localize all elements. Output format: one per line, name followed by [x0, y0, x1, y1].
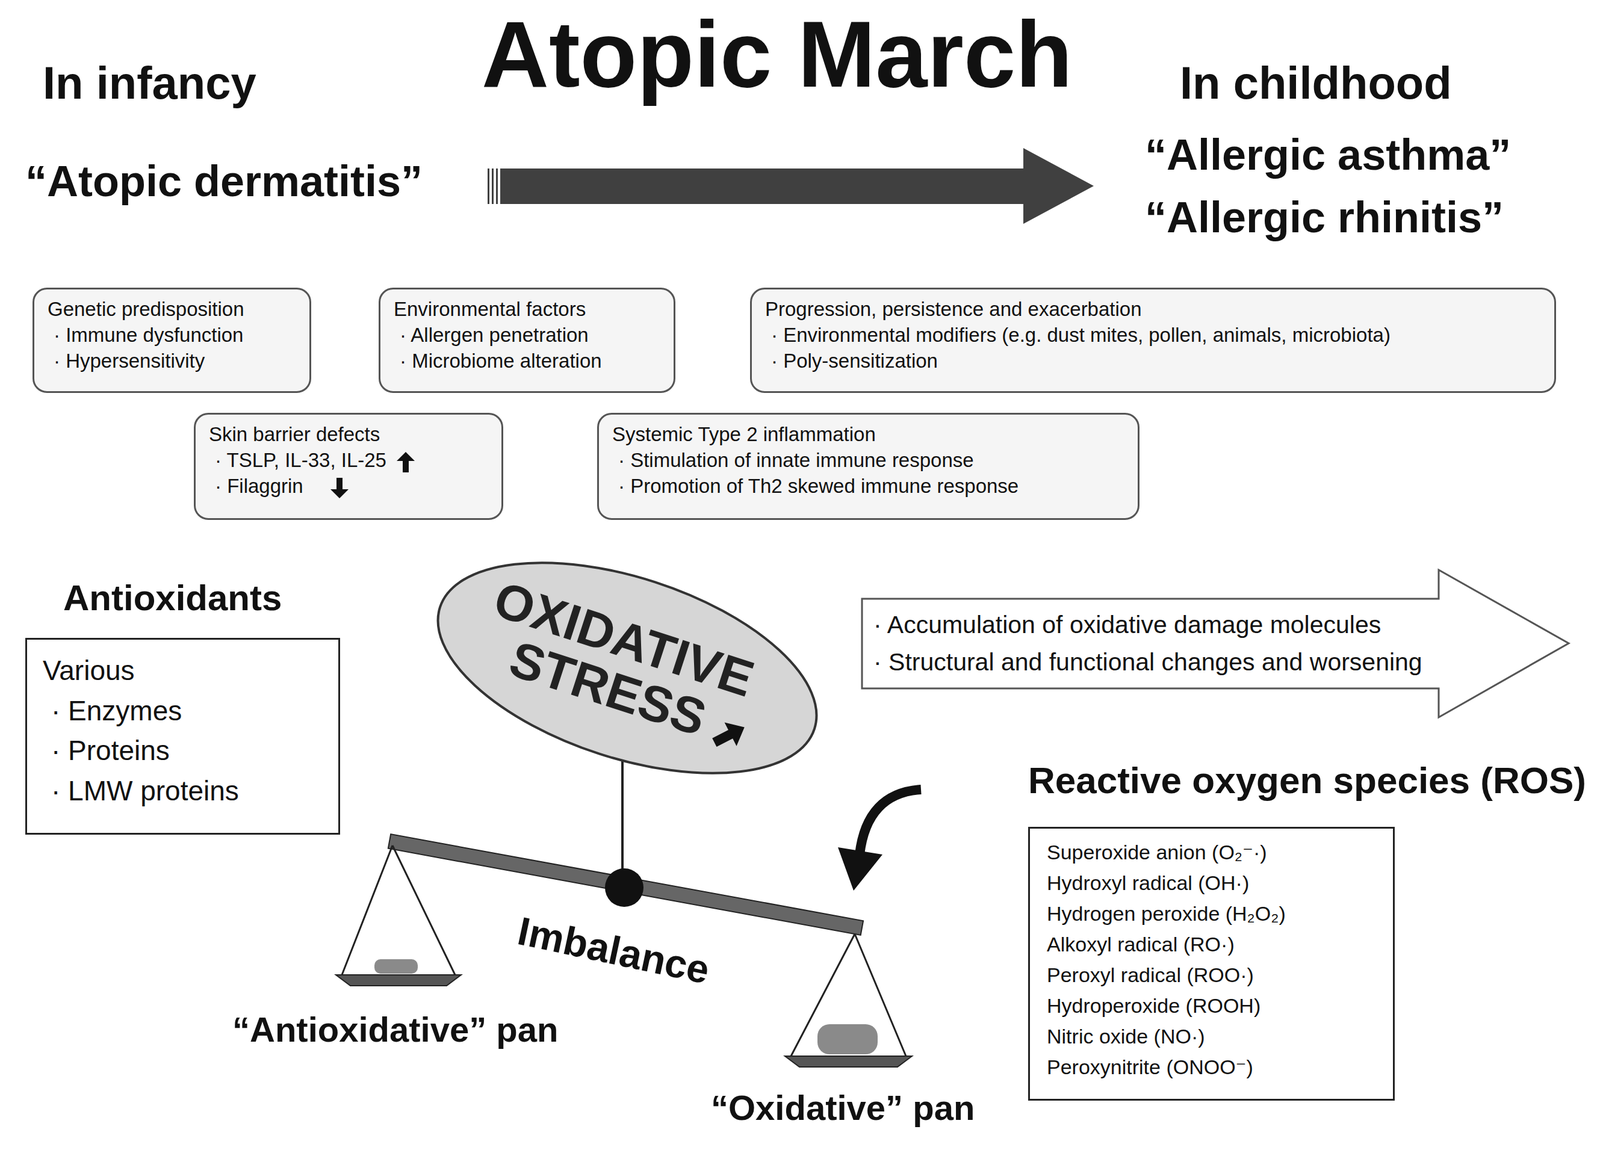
bullet-item: · Microbiome alteration [393, 348, 602, 375]
arrow-stripe [491, 168, 494, 205]
bullet-item: · TSLP, IL-33, IL-25 [208, 447, 387, 474]
list-item: Hydroperoxide (ROOH) [1046, 990, 1261, 1022]
rounded-box: Genetic predisposition· Immune dysfuncti… [32, 287, 312, 394]
pan-string [392, 845, 456, 976]
stage-label: In infancy [42, 55, 257, 111]
curved-arrow-head [837, 847, 883, 891]
increase-arrow [396, 452, 415, 473]
bullet-item: · Hypersensitivity [47, 348, 205, 375]
title: Atopic March [481, 3, 1073, 107]
arrow-glyph [330, 477, 349, 499]
pan-dish [335, 975, 462, 987]
list-item: Peroxyl radical (ROO·) [1046, 960, 1254, 991]
bullet-item: · Allergen penetration [393, 322, 589, 349]
list-item: Alkoxyl radical (RO·) [1046, 929, 1235, 961]
weight [817, 1024, 878, 1055]
rounded-box: Environmental factors· Allergen penetrat… [378, 287, 676, 394]
ellipse-text: OXIDATIVE STRESS [450, 567, 781, 763]
box-heading: Environmental factors [393, 296, 586, 323]
arrow-stripe [487, 168, 490, 205]
arrow-shape [862, 570, 1569, 718]
curved-arrow [837, 789, 921, 891]
arrow-stripe [496, 168, 498, 205]
ellipse-text-area: OXIDATIVE STRESS [438, 528, 793, 801]
list-frame: Superoxide anion (O₂⁻·)Hydroxyl radical … [1028, 827, 1395, 1101]
bullet-item: · Promotion of Th2 skewed immune respons… [612, 473, 1019, 500]
bullet-item: · Structural and functional changes and … [873, 644, 1423, 682]
oxidative-pan [784, 934, 912, 1068]
bullet-item: · Stimulation of innate immune response [612, 447, 974, 474]
stress-ellipse: OXIDATIVE STRESS [409, 519, 845, 818]
balance-beam [388, 834, 864, 936]
bullet-item: · Filaggrin [208, 473, 304, 500]
list-item: Hydroxyl radical (OH·) [1046, 868, 1250, 899]
arrow-text-area: · Accumulation of oxidative damage molec… [873, 568, 1423, 720]
ellipse-shape [412, 521, 843, 815]
list-item: Various [42, 650, 135, 692]
box-heading: Genetic predisposition [47, 296, 245, 323]
decrease-arrow [330, 477, 349, 499]
pan-label: “Oxidative” pan [710, 1087, 975, 1130]
list-item: Peroxynitrite (ONOO⁻) [1046, 1052, 1254, 1083]
bullet-item: · Poly-sensitization [765, 348, 938, 375]
rounded-box: Progression, persistence and exacerbatio… [750, 287, 1557, 394]
stand-line [621, 746, 624, 888]
rounded-box: Systemic Type 2 inflammation· Stimulatio… [597, 412, 1140, 521]
list-frame: Various· Enzymes· Proteins· LMW proteins [25, 638, 341, 835]
arrow-outline [860, 568, 1572, 720]
list-item: Nitric oxide (NO·) [1046, 1021, 1206, 1053]
weight [374, 959, 418, 974]
list-item: Hydrogen peroxide (H₂O₂) [1046, 898, 1286, 930]
bullet-item: · Accumulation of oxidative damage molec… [873, 606, 1381, 645]
disease-label: “Allergic rhinitis” [1144, 191, 1504, 244]
disease-label: “Atopic dermatitis” [25, 155, 423, 208]
arrow-body [500, 148, 1094, 224]
increase-arrow [708, 715, 751, 755]
pan-dish [784, 1056, 912, 1068]
list-item: · Proteins [42, 730, 170, 772]
box-heading: Antioxidants [63, 576, 282, 621]
bullet-item: · Environmental modifiers (e.g. dust mit… [765, 322, 1391, 349]
box-heading: Progression, persistence and exacerbatio… [765, 296, 1142, 323]
disease-label: “Allergic asthma” [1144, 128, 1511, 181]
imbalance-label: Imbalance [513, 907, 714, 995]
box-heading: Reactive oxygen species (ROS) [1028, 758, 1587, 804]
box-heading: Systemic Type 2 inflammation [612, 421, 876, 448]
headed-list-box: AntioxidantsVarious· Enzymes· Proteins· … [25, 576, 341, 835]
bullet-item: · Immune dysfunction [47, 322, 244, 349]
arrow-glyph [396, 452, 415, 473]
stage-label: In childhood [1179, 55, 1452, 111]
list-item: Superoxide anion (O₂⁻·) [1046, 837, 1268, 869]
antioxidative-pan [335, 845, 462, 987]
box-heading: Skin barrier defects [208, 421, 380, 448]
pan-string [341, 845, 393, 976]
pan-label: “Antioxidative” pan [232, 1008, 559, 1052]
curved-arrow-shaft [859, 789, 921, 855]
outcome-arrow: · Accumulation of oxidative damage molec… [860, 568, 1572, 720]
rounded-box: Skin barrier defects· TSLP, IL-33, IL-25… [193, 412, 504, 521]
march-arrow [487, 148, 1094, 224]
list-item: · LMW proteins [42, 771, 239, 812]
list-item: · Enzymes [42, 691, 182, 732]
pivot [604, 868, 644, 908]
headed-list-box: Reactive oxygen species (ROS) Superoxide … [946, 758, 1587, 1101]
